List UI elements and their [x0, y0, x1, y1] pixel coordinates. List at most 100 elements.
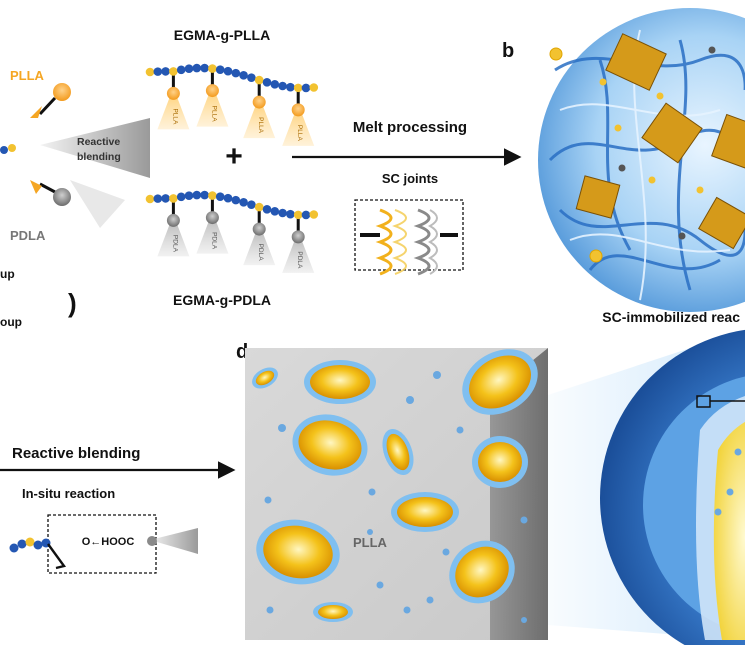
graft-end-ball: [166, 86, 180, 100]
melt-processing-arrow: Melt processing SC joints: [292, 119, 522, 276]
backbone-bead: [286, 209, 295, 219]
graft-end-ball: [252, 95, 266, 109]
backbone-bead: [200, 63, 209, 73]
graft-chain-cone: [282, 111, 315, 146]
panel-b: b: [502, 8, 745, 325]
backbone-bead: [301, 210, 311, 220]
backbone-bead: [231, 195, 241, 205]
graft-chain-cone: [196, 219, 229, 254]
backbone-bead: [293, 210, 303, 220]
graft-chain-cone: [282, 238, 315, 273]
plla-ball: [53, 83, 71, 101]
droplet: [256, 519, 340, 585]
graft-tag: PLLA: [210, 106, 217, 123]
sc-joints-label: SC joints: [382, 171, 438, 186]
backbone-bead: [301, 83, 311, 93]
backbone-bead: [176, 192, 186, 202]
plla-arrow-icon: [30, 106, 42, 118]
graft-chain-cone: [243, 104, 276, 139]
egma-plla-title: EGMA-g-PLLA: [174, 27, 270, 43]
backbone-bead: [254, 202, 264, 212]
graft-end-ball: [205, 84, 219, 98]
droplet: [462, 349, 538, 415]
droplet: [292, 414, 368, 476]
core-dot: [734, 448, 742, 456]
graft-tag: PLLA: [296, 125, 303, 142]
backbone-bead: [262, 205, 272, 214]
edge-text-2: oup: [0, 315, 22, 329]
graft-chain-cone: [243, 231, 276, 266]
graft-tag: PDLA: [257, 244, 264, 262]
graft-tag: PLLA: [257, 117, 264, 134]
matrix-plla-label: PLLA: [353, 535, 388, 550]
crystal-lamellae: [575, 33, 745, 250]
droplet: [449, 540, 515, 604]
droplets: [252, 349, 538, 622]
plla-chain-stub: [38, 96, 57, 116]
backbone-bead: [309, 210, 319, 219]
pla-end-bead: [147, 536, 157, 546]
edge-bead: [8, 144, 16, 152]
backbone-bead: [247, 73, 256, 83]
reactive-blending-label: Reactive blending: [12, 445, 140, 462]
backbone-bead: [153, 67, 163, 76]
backbone-bead: [169, 67, 178, 76]
backbone-bead: [254, 75, 264, 85]
backbone-bead: [215, 192, 225, 201]
epoxy-chain: [9, 537, 67, 570]
graft-tag: PDLA: [210, 232, 217, 250]
sc-immobilized-label: SC-immobilized reac: [602, 309, 740, 325]
backbone-bead: [208, 64, 217, 73]
backbone-bead: [184, 64, 194, 73]
bracket-glyph: ): [68, 288, 77, 318]
pdla-cone: [70, 180, 125, 228]
egma-pdla-title: EGMA-g-PDLA: [173, 292, 271, 308]
backbone-bead: [270, 80, 280, 89]
backbone-bead: [270, 207, 280, 216]
panel-b-letter: b: [502, 40, 514, 62]
egma-plla-structure: EGMA-g-PLLA PLLA PLLA PLLA PLLA: [145, 27, 319, 146]
backbone-bead: [278, 208, 287, 218]
small-dots: [264, 371, 528, 623]
core-dot: [714, 508, 722, 516]
graft-tag: PLLA: [171, 108, 178, 125]
sc-helix-pair: [360, 208, 458, 276]
reaction-text: O←HOOC: [82, 536, 135, 548]
plla-label-orange: PLLA: [10, 68, 45, 83]
core: [713, 421, 745, 640]
graft-end-ball: [291, 230, 305, 244]
droplet: [382, 428, 414, 476]
backbone-bead: [278, 81, 287, 91]
backbone-bead: [223, 66, 233, 76]
pdla-ball: [53, 188, 71, 206]
melt-processing-label: Melt processing: [353, 119, 467, 136]
backbone-bead: [231, 68, 241, 78]
droplet: [252, 367, 278, 389]
backbone-bead: [223, 193, 233, 203]
backbone-bead: [309, 83, 319, 92]
junction-beads: [549, 46, 716, 263]
backbone-bead: [200, 190, 209, 200]
edge-text-1: up: [0, 267, 15, 281]
core-dot: [726, 488, 734, 496]
graft-end-ball: [205, 211, 219, 225]
graft-end-ball: [252, 222, 266, 236]
droplet: [472, 436, 528, 488]
reaction-inset: [47, 514, 157, 574]
backbone-bead: [161, 194, 170, 203]
droplet: [391, 492, 459, 532]
reactive-cone: [40, 118, 150, 178]
pdla-arrow-icon: [30, 180, 42, 194]
top-left-blending-scheme: PLLA Reactive blending PDLA up oup ): [0, 68, 150, 329]
pla-cone-right: [150, 528, 198, 554]
backbone-bead: [153, 194, 163, 203]
pdla-label-gray: PDLA: [10, 228, 46, 243]
backbone-bead: [176, 65, 186, 75]
insitu-reaction-label: In-situ reaction: [22, 486, 115, 501]
backbone-bead: [145, 194, 155, 204]
backbone-bead: [215, 65, 225, 74]
edge-bead: [0, 146, 8, 154]
backbone-bead: [208, 191, 217, 200]
graft-chain-cone: [157, 222, 190, 257]
backbone-bead: [262, 78, 272, 87]
